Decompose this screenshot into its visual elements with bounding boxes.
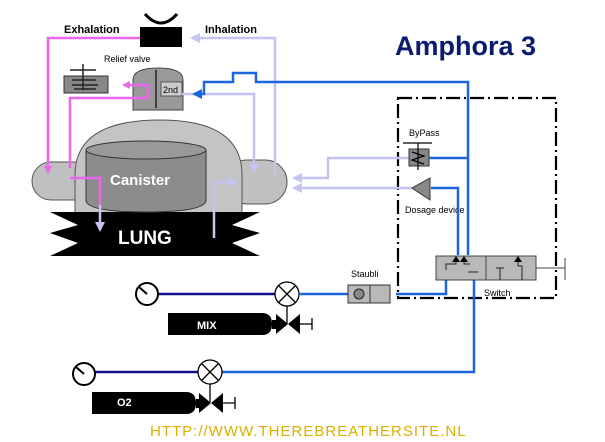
mouthpiece: [140, 27, 182, 47]
mix-gauge-needle: [138, 286, 148, 295]
exhalation-to-canister-line: [68, 96, 148, 168]
bypass-spring-icon: [410, 143, 426, 170]
switch-symbol: [445, 258, 523, 280]
mix-valve-cross: [278, 285, 296, 303]
canister-body: [85, 149, 207, 213]
o2-cylinder-valve[interactable]: [199, 393, 223, 413]
switch-label: Switch: [484, 288, 511, 298]
mix-label: MIX: [197, 320, 217, 332]
o2-label: O2: [117, 397, 132, 409]
switch-lever[interactable]: [536, 258, 566, 280]
diagram-title: Amphora 3: [395, 31, 536, 61]
o2-valve-handle[interactable]: [223, 397, 236, 409]
mix-cylinder-valve[interactable]: [276, 314, 300, 334]
o2-cylinder: [92, 392, 196, 414]
second-stage-block: [132, 67, 184, 111]
inhalation-label: Inhalation: [205, 24, 257, 36]
o2-valve-cross: [201, 363, 219, 381]
bypass-to-bag-line: [292, 156, 412, 183]
relief-valve-label: Relief valve: [104, 54, 151, 64]
inhalation-line: [190, 33, 277, 175]
canister-flow-line: [70, 176, 102, 208]
relief-line: [122, 81, 150, 98]
exhalation-label: Exhalation: [64, 24, 120, 36]
lung-label: LUNG: [118, 228, 172, 249]
dosage-supply-line: [431, 186, 460, 255]
second-stage-to-bag-line: [182, 92, 259, 174]
footer-url[interactable]: HTTP://WWW.THEREBREATHERSITE.NL: [150, 423, 467, 440]
dosage-device-icon: [411, 177, 431, 201]
switch-arrows-icon: [452, 256, 522, 262]
mix-valve-handle[interactable]: [300, 318, 313, 330]
o2-gauge-needle: [75, 366, 85, 375]
control-module-boundary: [396, 96, 558, 300]
bypass-label: ByPass: [409, 128, 440, 138]
canister-label: Canister: [110, 172, 170, 189]
relief-valve-spring-icon: [70, 64, 98, 90]
switch-block-left: [435, 255, 487, 281]
switch-block-right: [485, 255, 537, 281]
second-stage-label: 2nd: [163, 85, 178, 95]
staubli-label: Staubli: [351, 269, 379, 279]
second-stage-regulator: [160, 81, 183, 97]
o2-supply-line: [218, 272, 476, 374]
staubli-port: [353, 288, 365, 300]
canister-top: [85, 140, 207, 160]
mouthpiece-bite: [143, 12, 179, 25]
lung-out-line: [212, 177, 238, 238]
mix-cylinder: [168, 313, 272, 335]
exhalation-line: [44, 36, 140, 174]
second-stage-supply-line: [192, 71, 470, 255]
dosage-device-label: Dosage device: [405, 205, 465, 215]
